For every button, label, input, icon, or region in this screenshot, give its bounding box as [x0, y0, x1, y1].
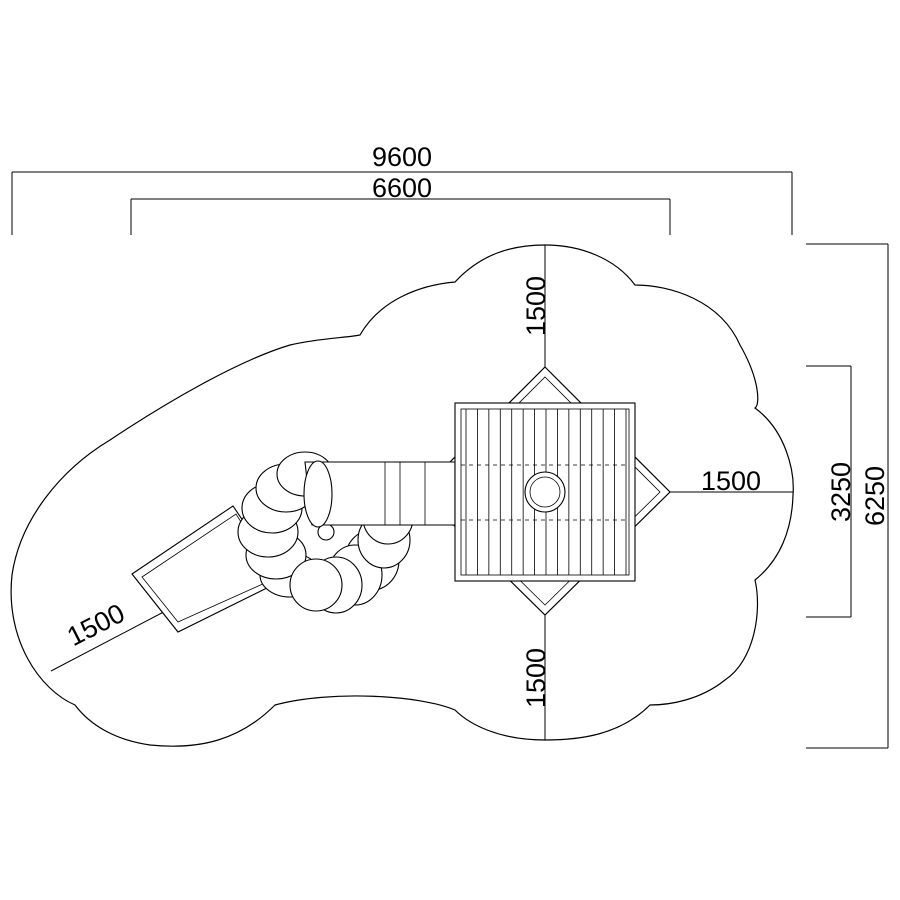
- dimension-structure-width: 6600: [130, 173, 671, 235]
- platform-hole: [524, 471, 566, 513]
- clearance-label-left: 1500: [62, 598, 129, 652]
- clearance-label-right: 1500: [701, 466, 761, 496]
- dimension-label-3250: 3250: [826, 462, 856, 522]
- dimension-overall-depth: 6250: [806, 243, 890, 749]
- platform-deck: [454, 402, 636, 582]
- tube-connector: [303, 460, 456, 528]
- dimension-label-6600: 6600: [372, 173, 432, 203]
- dimension-overall-width: 9600: [11, 142, 793, 235]
- clearance-right: 1500: [670, 466, 793, 496]
- clearance-top: 1500: [521, 245, 551, 367]
- clearance-bottom: 1500: [521, 615, 551, 740]
- dimension-label-9600: 9600: [372, 142, 432, 172]
- dimension-structure-depth: 3250: [806, 365, 856, 618]
- clearance-left: 1500: [50, 598, 176, 672]
- clearance-label-top: 1500: [521, 276, 551, 336]
- dimension-label-6250: 6250: [860, 466, 890, 526]
- clearance-label-bottom: 1500: [521, 648, 551, 708]
- safety-zone-outline: [10, 244, 794, 747]
